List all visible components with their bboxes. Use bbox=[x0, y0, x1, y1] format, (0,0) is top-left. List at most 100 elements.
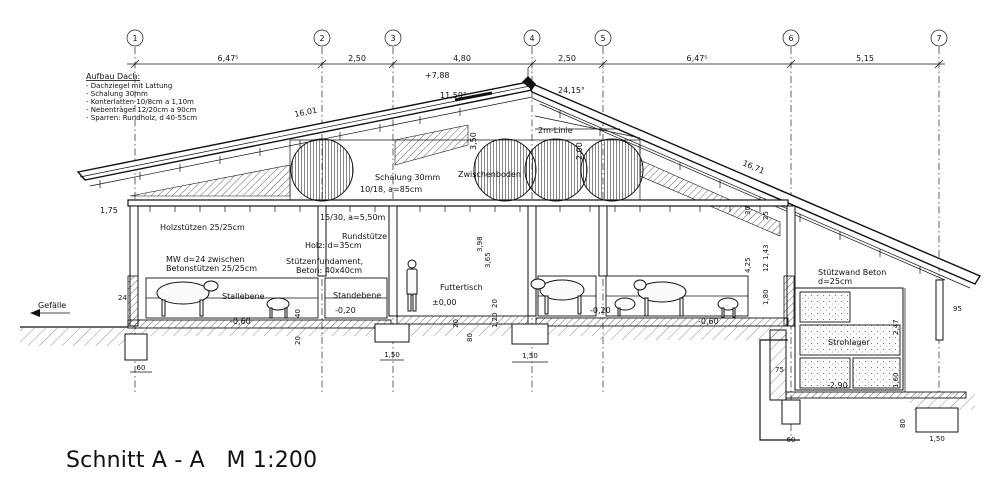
dimension-vertical: 3,98 bbox=[476, 236, 484, 252]
dimension-label: 24 bbox=[118, 294, 127, 302]
soil-right bbox=[536, 326, 788, 340]
footing-center bbox=[511, 323, 549, 345]
straw-bale bbox=[852, 357, 901, 389]
footing-width: 60 bbox=[787, 436, 796, 444]
footing-note-line1: Stützenfundament, bbox=[286, 257, 363, 266]
footing-axis-6 bbox=[781, 399, 801, 425]
footing-width: 1,50 bbox=[522, 352, 538, 360]
dimension-label: 95 bbox=[953, 305, 962, 313]
straw-bale bbox=[799, 357, 851, 389]
rafter-length-right: 16,71 bbox=[741, 159, 766, 176]
level-left-standing: -0,20 bbox=[335, 306, 356, 315]
straw-bale bbox=[799, 291, 851, 323]
axis-bubble-6: 6 bbox=[782, 29, 800, 47]
axis-number: 3 bbox=[390, 34, 395, 43]
drawing-caption: Schnitt A - A M 1:200 bbox=[66, 448, 318, 473]
hay-bales bbox=[290, 138, 644, 202]
column-axis-5 bbox=[598, 205, 608, 277]
masonry-note-line2: Betonstützen 25/25cm bbox=[166, 264, 257, 273]
dim-axis-2-3: 2,50 bbox=[348, 54, 366, 63]
dimension-vertical: 3,65 bbox=[484, 252, 492, 268]
hay-bale bbox=[580, 138, 644, 202]
axis-number: 4 bbox=[529, 34, 534, 43]
masonry-wall-left bbox=[127, 275, 139, 327]
round-column-label-2: Holz: d=35cm bbox=[305, 241, 362, 250]
soil-center bbox=[397, 324, 528, 336]
column-axis-7 bbox=[935, 279, 944, 341]
level-right: -0,60 bbox=[698, 317, 719, 326]
dimension-vertical: 80 bbox=[466, 333, 474, 342]
dimension-vertical: 80 bbox=[899, 419, 907, 428]
eave-dimension: 1,75 bbox=[100, 206, 118, 215]
axis-number: 1 bbox=[132, 34, 137, 43]
cattle bbox=[156, 278, 739, 319]
axis-bubble-3: 3 bbox=[384, 29, 402, 47]
column-axis-3 bbox=[388, 205, 398, 317]
dimension-vertical: 20 bbox=[294, 336, 302, 345]
height-label: 2,00 bbox=[575, 142, 584, 160]
footing-width: 60 bbox=[137, 364, 146, 372]
level-right-standing: -0,20 bbox=[590, 306, 611, 315]
footing-width: 1,50 bbox=[929, 435, 945, 443]
two-meter-line-label: 2m-Linie bbox=[538, 126, 573, 135]
dim-axis-5-6: 6,47⁵ bbox=[686, 54, 707, 63]
standing-level-label: Standebene bbox=[333, 291, 381, 300]
floor-slab-left bbox=[127, 319, 392, 329]
dimension-vertical: 1,20 bbox=[491, 312, 499, 328]
ridge-cap bbox=[522, 76, 536, 90]
roof-note-line: - Nebenträger 12/20cm a 90cm bbox=[86, 106, 197, 114]
axis-bubble-7: 7 bbox=[930, 29, 948, 47]
straw-storage-basement bbox=[759, 287, 975, 441]
dim-axis-3-4: 4,80 bbox=[453, 54, 471, 63]
dim-axis-4-5: 2,50 bbox=[558, 54, 576, 63]
columns bbox=[127, 205, 944, 341]
beam-label: 15/30, a=5,50m bbox=[320, 213, 386, 222]
left-truss-hatch bbox=[129, 164, 291, 197]
height-label: 3,50 bbox=[469, 132, 478, 150]
sheathing-label: Schalung 30mm bbox=[375, 173, 440, 182]
footing-right bbox=[915, 407, 959, 433]
timber-column-label: Holzstützen 25/25cm bbox=[160, 223, 245, 232]
roof bbox=[76, 68, 982, 289]
center-truss-hatch bbox=[394, 124, 469, 166]
basement-level: -2,90 bbox=[827, 381, 848, 390]
axis-number: 6 bbox=[788, 34, 793, 43]
dimension-vertical: 1,43 bbox=[762, 244, 770, 260]
dimension-vertical: 30 bbox=[744, 206, 752, 215]
roof-note-line: - Konterlatten 10/8cm a 1,10m bbox=[86, 98, 194, 106]
dimension-vertical: 2,47 bbox=[892, 319, 900, 335]
roof-buildup-note: Aufbau Dach: - Dachziegel mit Lattung - … bbox=[86, 72, 197, 122]
roof-note-line: - Dachziegel mit Lattung bbox=[86, 82, 172, 90]
slope-direction-label: Gefälle bbox=[38, 301, 66, 310]
axis-bubble-4: 4 bbox=[523, 29, 541, 47]
axis-bubble-1: 1 bbox=[126, 29, 144, 47]
intermediate-floor-label: Zwischenboden bbox=[458, 170, 521, 179]
roof-note-title: Aufbau Dach: bbox=[86, 72, 140, 81]
dimension-vertical: 12 bbox=[762, 263, 770, 272]
cow-left bbox=[156, 280, 219, 317]
level-left: -0,60 bbox=[230, 317, 251, 326]
stall-level-label: Stallebene bbox=[222, 292, 265, 301]
masonry-note-line1: MW d=24 zwischen bbox=[166, 255, 244, 264]
soil-left bbox=[20, 328, 391, 346]
axis-bubble-2: 2 bbox=[313, 29, 331, 47]
purlin-label: 10/18, a=85cm bbox=[360, 185, 422, 194]
basement-wall-outer bbox=[794, 287, 904, 391]
straw-bale bbox=[799, 324, 901, 356]
dimension-vertical: 4,25 bbox=[744, 257, 752, 273]
retaining-wall-label-1: Stützwand Beton bbox=[818, 268, 886, 277]
axis-number: 2 bbox=[319, 34, 324, 43]
cow-right-1 bbox=[633, 279, 687, 317]
axis-number: 5 bbox=[600, 34, 605, 43]
roof-note-line: - Sparren: Rundholz, d 40-55cm bbox=[86, 114, 197, 122]
feed-table-label: Futtertisch bbox=[440, 283, 483, 292]
ground-and-foundations bbox=[20, 315, 789, 373]
dimension-vertical: 1,60 bbox=[892, 372, 900, 388]
slope-right-label: 24,15° bbox=[558, 86, 585, 95]
dim-axis-6-7: 5,15 bbox=[856, 54, 874, 63]
intermediate-floor bbox=[127, 199, 789, 212]
round-column-label-1: Rundstütze bbox=[342, 232, 387, 241]
soil-right-basement bbox=[910, 392, 975, 410]
